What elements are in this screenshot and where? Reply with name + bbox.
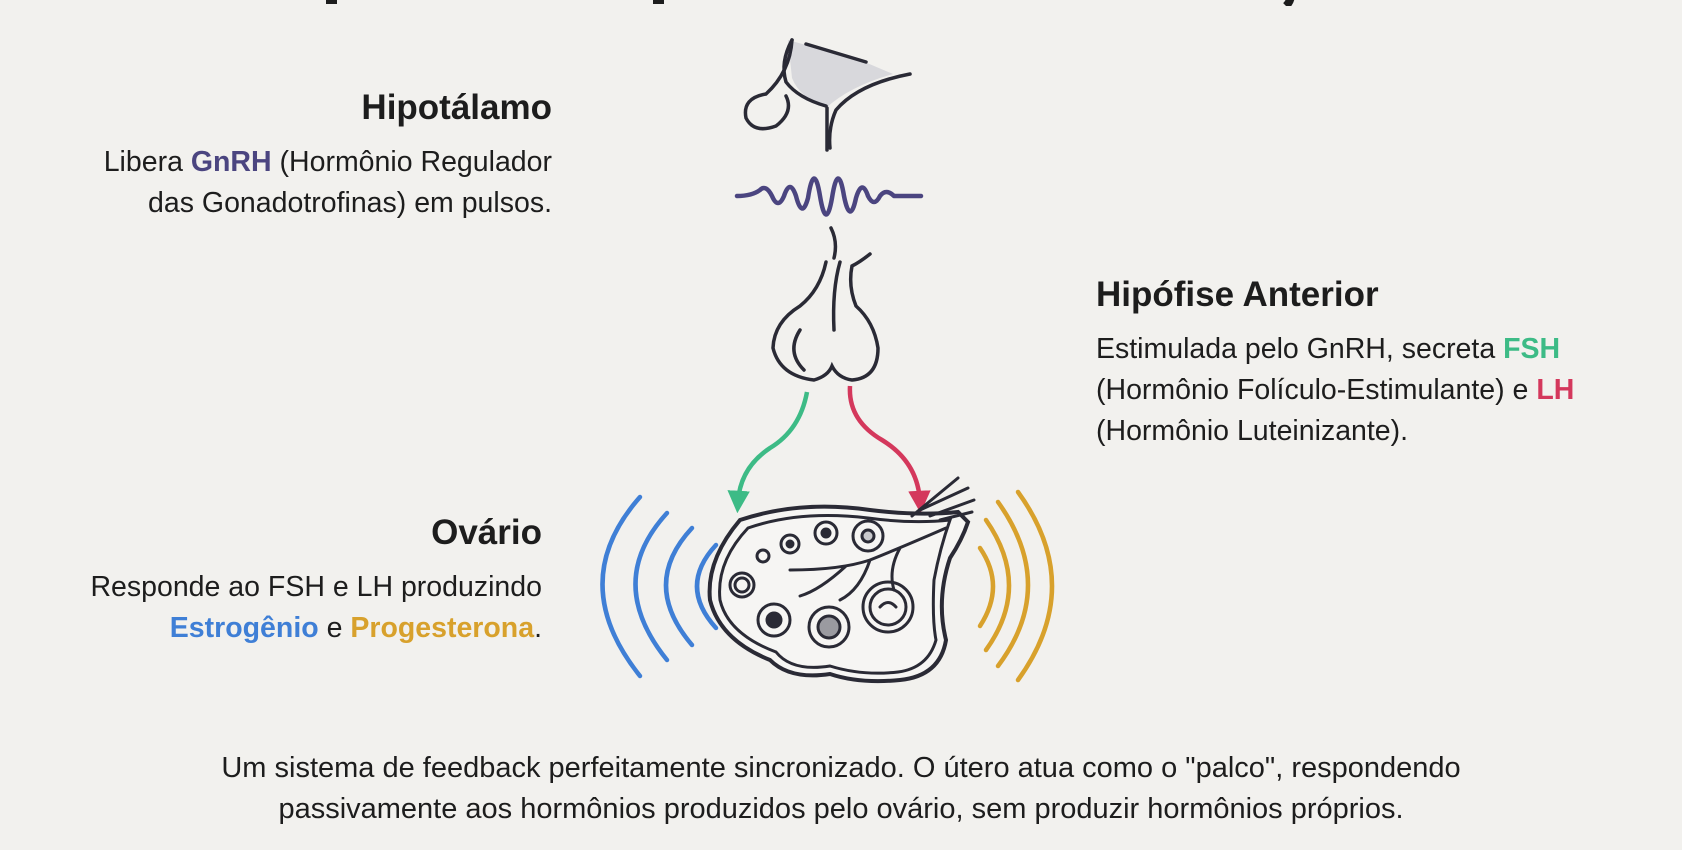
lh-highlight: LH: [1536, 374, 1574, 406]
ovary-icon: [710, 478, 974, 681]
fsh-highlight: FSH: [1503, 333, 1560, 365]
progesterone-waves-icon: [980, 492, 1052, 680]
text-segment: e: [319, 612, 351, 644]
progesterone-highlight: Progesterona: [350, 612, 534, 644]
text-segment: Libera: [104, 146, 191, 178]
ovary-callout: Ovário Responde ao FSH e LH produzindo E…: [0, 513, 542, 649]
summary-caption: Um sistema de feedback perfeitamente sin…: [0, 748, 1682, 830]
ovary-title: Ovário: [0, 513, 542, 553]
text-segment: (Hormônio Regulador: [272, 146, 552, 178]
pituitary-description: Estimulada pelo GnRH, secreta FSH (Hormô…: [1096, 329, 1676, 452]
text-segment: Estimulada pelo GnRH, secreta: [1096, 333, 1503, 365]
gnrh-highlight: GnRH: [191, 146, 272, 178]
pituitary-title: Hipófise Anterior: [1096, 275, 1676, 315]
pituitary-callout: Hipófise Anterior Estimulada pelo GnRH, …: [1096, 275, 1676, 452]
ovary-description: Responde ao FSH e LH produzindo Estrogên…: [0, 567, 542, 649]
hypothalamus-title: Hipotálamo: [0, 88, 552, 128]
estrogen-waves-icon: [603, 497, 717, 676]
text-segment: (Hormônio Luteinizante).: [1096, 415, 1408, 447]
lh-arrow-icon: [850, 386, 920, 502]
hypothalamus-description: Libera GnRH (Hormônio Regulador das Gona…: [0, 142, 552, 224]
text-segment: (Hormônio Folículo-Estimulante) e: [1096, 374, 1536, 406]
pituitary-gland-icon: [773, 228, 878, 380]
caption-line-2: passivamente aos hormônios produzidos pe…: [0, 789, 1682, 830]
text-segment: das Gonadotrofinas) em pulsos.: [148, 187, 552, 219]
estrogen-highlight: Estrogênio: [170, 612, 319, 644]
caption-line-1: Um sistema de feedback perfeitamente sin…: [0, 748, 1682, 789]
hypothalamus-icon: [745, 40, 910, 150]
hypothalamus-callout: Hipotálamo Libera GnRH (Hormônio Regulad…: [0, 88, 552, 224]
text-segment: .: [534, 612, 542, 644]
gnrh-pulse-icon: [737, 178, 921, 214]
text-segment: Responde ao FSH e LH produzindo: [90, 571, 542, 603]
fsh-arrow-icon: [738, 392, 807, 502]
